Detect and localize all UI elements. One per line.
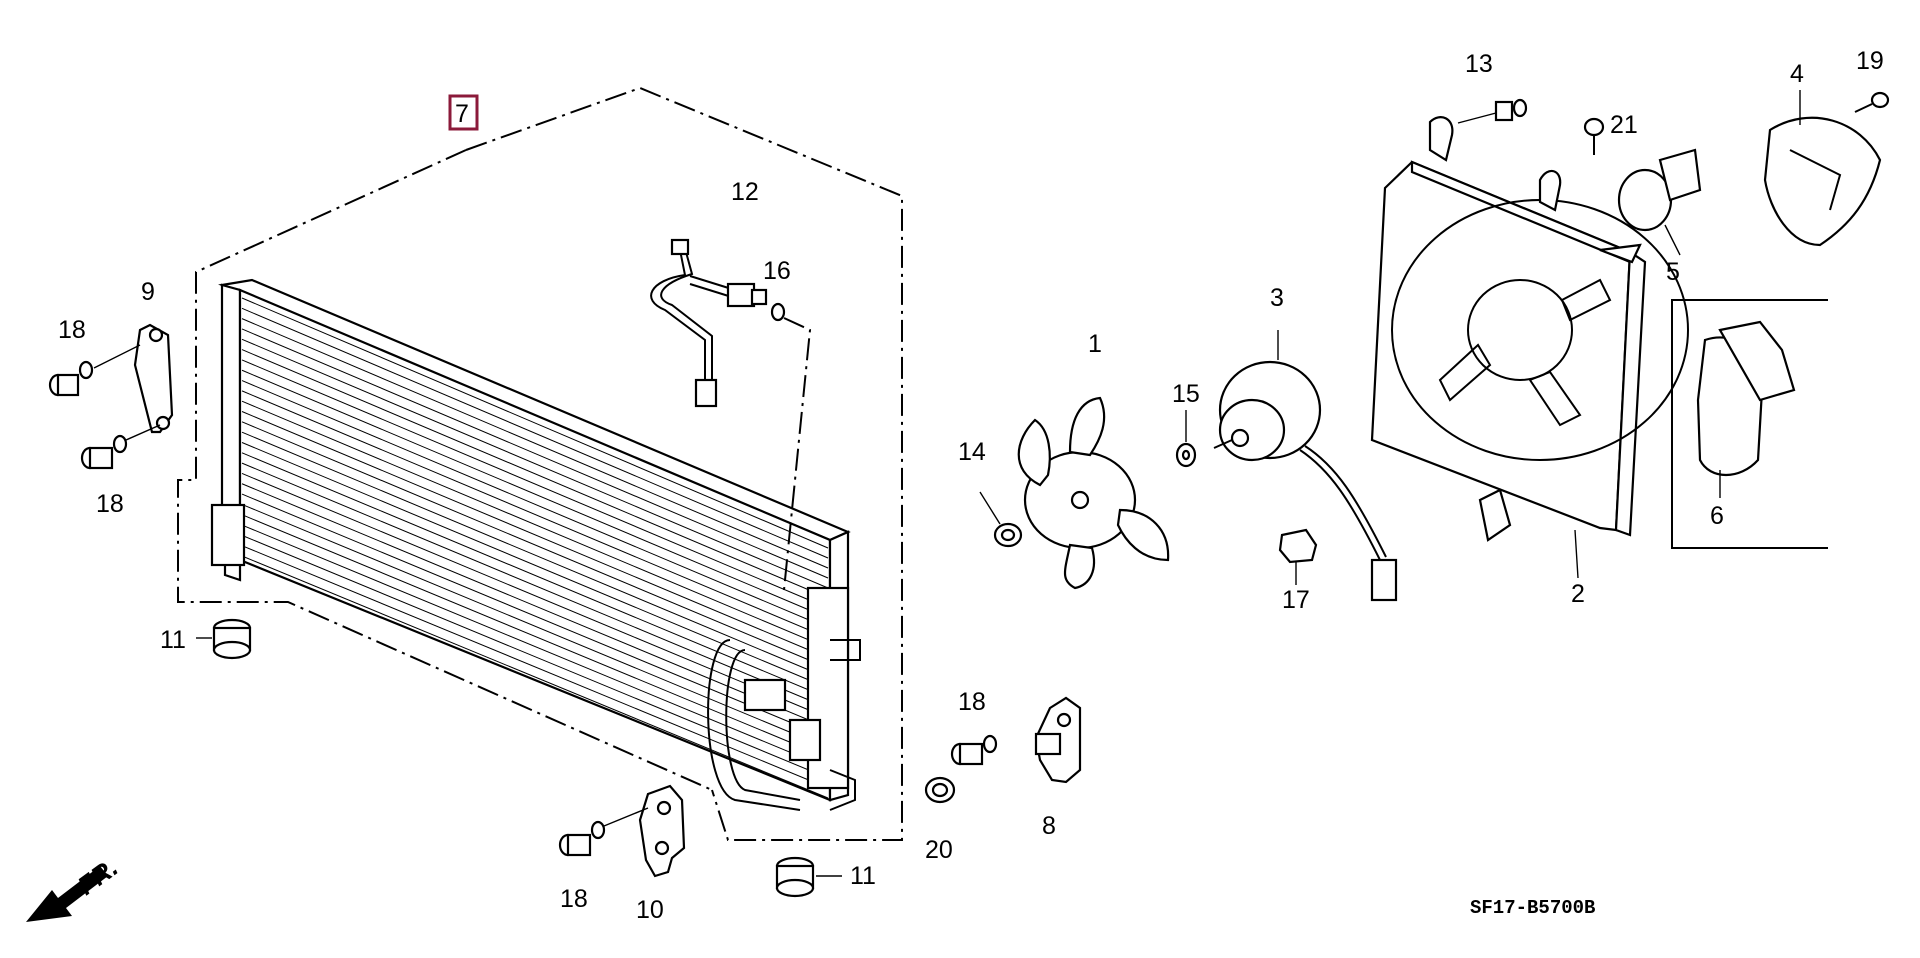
condenser-tube-line: [241, 503, 829, 749]
condenser-tube-line: [241, 483, 829, 729]
bracket-8: [1034, 696, 1082, 784]
bolt-18-lower-left: [80, 424, 161, 470]
bracket-10: [638, 784, 686, 878]
bolt-19: [1854, 91, 1890, 113]
fan-1: [1017, 396, 1170, 590]
callout-6: 6: [1710, 502, 1724, 530]
callout-18-c: 18: [560, 885, 588, 913]
bolt-21: [1583, 117, 1605, 155]
callout-14: 14: [958, 438, 986, 466]
callout-18-d: 18: [958, 688, 986, 716]
condenser-tube-line: [241, 390, 829, 639]
diagram-code: SF17-B5700B: [1470, 897, 1595, 919]
condenser-tube-line: [241, 442, 829, 689]
callout-3: 3: [1270, 284, 1284, 312]
condenser-tube-line: [241, 514, 829, 759]
condenser-tube-line: [241, 349, 829, 599]
condenser-tube-line: [241, 493, 829, 739]
front-direction-indicator: FR.: [26, 852, 123, 922]
mount-5: [1617, 148, 1702, 256]
condenser-tube-line: [241, 380, 829, 629]
condenser-tube-line: [241, 545, 829, 789]
callout-7: 7: [455, 100, 469, 128]
callout-18-b: 18: [96, 490, 124, 518]
condenser-tube-line: [241, 431, 829, 679]
callout-11-b: 11: [850, 862, 876, 890]
callout-17: 17: [1282, 586, 1310, 614]
callout-21: 21: [1610, 111, 1638, 139]
grommet-11-bottom: [775, 856, 842, 898]
callout-20: 20: [925, 836, 953, 864]
highlight-box-7: [448, 94, 479, 131]
condenser-tube-line: [241, 462, 829, 709]
callout-2: 2: [1571, 580, 1585, 608]
condenser-tube-line: [241, 369, 829, 619]
condenser-tube-line: [241, 524, 829, 769]
bracket-9: [133, 323, 174, 434]
grommet-11-left: [196, 618, 252, 660]
callout-9: 9: [141, 278, 155, 306]
callout-13: 13: [1465, 50, 1493, 78]
callout-19: 19: [1856, 47, 1884, 75]
callout-16: 16: [763, 257, 791, 285]
callout-labels: 7 9 18 18 11 12 16 18 10 11 18 20 8 1 14…: [58, 47, 1884, 924]
condenser-tube-line: [241, 421, 829, 669]
nut-14: [979, 491, 1023, 548]
washer-15: [1175, 410, 1197, 468]
fan-motor-3: [1213, 330, 1398, 602]
callout-10: 10: [636, 896, 664, 924]
cover-4: [1763, 90, 1882, 247]
callout-18-a: 18: [58, 316, 86, 344]
nut-20: [924, 776, 956, 804]
bolt-18-upper-left: [48, 344, 141, 397]
condenser-tube-line: [241, 400, 829, 649]
bolt-18-bottom: [558, 807, 649, 857]
condenser-tube-line: [241, 318, 829, 569]
bolt-13: [1457, 98, 1528, 124]
clip-17: [1278, 528, 1318, 585]
condenser-tube-line: [241, 307, 829, 559]
condenser-tube-line: [241, 411, 829, 659]
bolt-18-right: [950, 734, 998, 766]
callout-11-a: 11: [160, 626, 186, 654]
condenser-core: [210, 278, 861, 811]
front-arrow-icon: [26, 866, 108, 922]
callout-4: 4: [1790, 60, 1804, 88]
condenser-tube-line: [241, 534, 829, 779]
condenser-tube-line: [241, 328, 829, 579]
callout-1: 1: [1088, 330, 1102, 358]
condenser-tube-line: [241, 338, 829, 589]
condenser-tube-line: [241, 359, 829, 609]
fan-shroud-2: [1370, 116, 1689, 579]
callout-5: 5: [1666, 258, 1680, 286]
condenser-tube-line: [241, 452, 829, 699]
callout-15: 15: [1172, 380, 1200, 408]
callout-8: 8: [1042, 812, 1056, 840]
condenser-assembly-outline: [177, 86, 903, 841]
callout-12: 12: [731, 178, 759, 206]
condenser-tube-line: [241, 297, 829, 549]
discharge-pipe: [650, 238, 812, 591]
inset-box-6: [1671, 299, 1828, 549]
